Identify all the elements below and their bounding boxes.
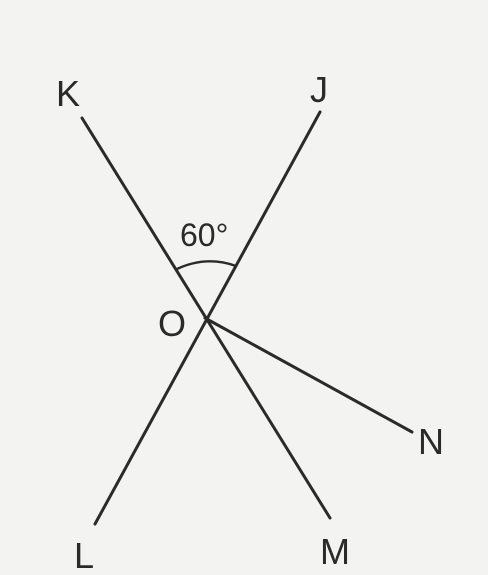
- point-label-l: L: [74, 535, 94, 575]
- point-label-j: J: [310, 69, 328, 110]
- point-label-n: N: [418, 421, 444, 462]
- point-label-m: M: [320, 531, 350, 572]
- angle-arc-koj: [174, 260, 237, 272]
- ray-on: [203, 316, 414, 434]
- angle-label-60: 60°: [180, 217, 228, 253]
- point-label-k: K: [56, 73, 80, 114]
- point-label-o: O: [158, 303, 186, 344]
